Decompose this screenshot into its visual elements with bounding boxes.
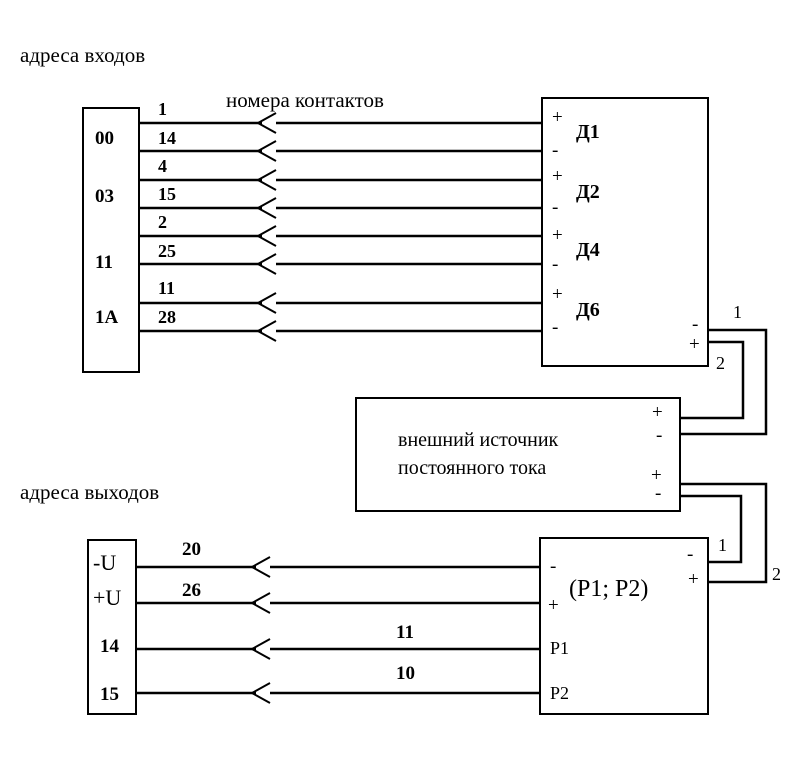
sensor-name: Д6: [576, 299, 600, 321]
wire-number: 2: [716, 353, 725, 373]
power-plus-bottom: +: [651, 465, 662, 486]
sensor-plus: +: [552, 225, 563, 246]
contact-number: 20: [182, 539, 201, 560]
input-address-11: 11: [95, 252, 113, 273]
input-address-00: 00: [95, 128, 114, 149]
relay-minus-left: -: [550, 556, 556, 577]
contact-number: 11: [396, 622, 414, 643]
contact-number: 15: [158, 184, 176, 204]
sensor-name: Д2: [576, 181, 600, 203]
contact-number: 28: [158, 307, 176, 327]
power-plus-top: +: [652, 402, 663, 423]
relay-block-label: (P1; P2): [569, 576, 648, 602]
sensor-name: Д1: [576, 121, 600, 143]
sensor-d2: + Д2 -: [552, 166, 600, 218]
relay-minus-right: -: [687, 544, 693, 565]
sensor-plus: +: [552, 107, 563, 128]
contact-number: 2: [158, 212, 167, 232]
sensor-minus: -: [552, 140, 558, 161]
relay-p1: P1: [550, 638, 569, 658]
wire-number: 1: [718, 535, 727, 555]
output-address-minus-u: -U: [93, 550, 116, 575]
input-addresses-label: адреса входов: [20, 43, 145, 67]
sensor-block: [541, 97, 709, 367]
contact-numbers-label: номера контактов: [226, 88, 384, 112]
relay-block: [539, 537, 709, 715]
relay-plus-left: +: [548, 595, 559, 616]
sensor-d4: + Д4 -: [552, 225, 600, 275]
top-connection-wires: [680, 328, 768, 436]
input-address-1a: 1A: [95, 307, 119, 328]
contact-number: 10: [396, 663, 415, 684]
sensor-name: Д4: [576, 239, 600, 261]
output-address-block: [87, 539, 137, 715]
power-minus-bottom: -: [655, 483, 661, 504]
contact-number: 25: [158, 241, 176, 261]
sensor-minus: -: [552, 197, 558, 218]
output-addresses-label: адреса выходов: [20, 480, 159, 504]
output-address-14: 14: [100, 636, 120, 657]
contact-number: 11: [158, 278, 175, 298]
wire-number: 1: [733, 302, 742, 322]
input-address-block: [82, 107, 140, 373]
contact-number: 26: [182, 580, 201, 601]
power-source-label-line1: внешний источник: [398, 429, 559, 451]
sensor-d1: + Д1 -: [552, 107, 600, 161]
sensor-block-plus: +: [689, 334, 700, 355]
output-address-15: 15: [100, 684, 119, 705]
bottom-connection-wires: [680, 482, 768, 584]
sensor-block-minus: -: [692, 314, 698, 335]
output-address-plus-u: +U: [93, 585, 121, 610]
power-source-block: [355, 397, 681, 512]
power-source-label-line2: постоянного тока: [398, 457, 546, 479]
wire-number: 2: [772, 564, 781, 584]
contact-number: 14: [158, 128, 176, 148]
contact-number: 4: [158, 156, 167, 176]
sensor-plus: +: [552, 166, 563, 187]
contact-number: 1: [158, 99, 167, 119]
output-wires: [136, 556, 540, 704]
sensor-plus: +: [552, 284, 563, 305]
relay-plus-right: +: [688, 569, 699, 590]
power-minus-top: -: [656, 425, 662, 446]
sensor-d6: + Д6 -: [552, 284, 600, 338]
input-address-03: 03: [95, 186, 114, 207]
relay-p2: P2: [550, 683, 569, 703]
input-wires: [139, 112, 542, 342]
sensor-minus: -: [552, 317, 558, 338]
sensor-minus: -: [552, 254, 558, 275]
